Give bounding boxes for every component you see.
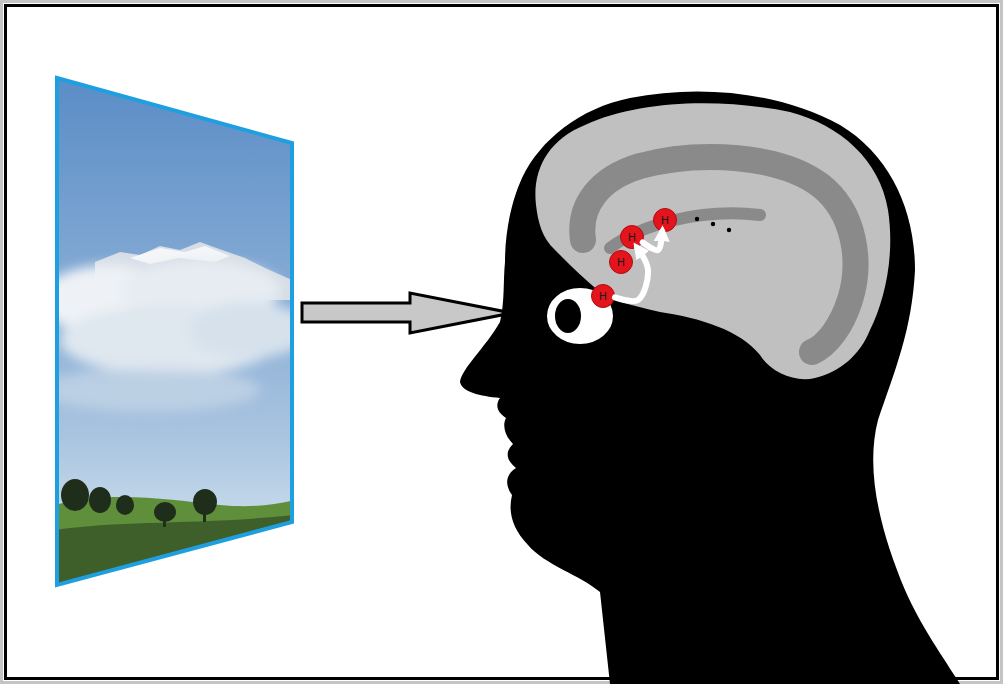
- marker-text-holder: H: [620, 225, 644, 249]
- brain-band: [582, 157, 855, 352]
- hydrogen-marker: H: [620, 225, 644, 249]
- brain-fold: [610, 213, 760, 248]
- marker-text-holder: H: [609, 250, 633, 274]
- marker-circle: [610, 251, 633, 274]
- clouds: [40, 260, 310, 412]
- marker-circle: [592, 285, 615, 308]
- marker-circle: [621, 226, 644, 249]
- element-label: H: [599, 291, 607, 302]
- marker-circle: [654, 209, 677, 232]
- cloud: [40, 368, 260, 412]
- head-silhouette: [460, 91, 960, 684]
- tree: [89, 487, 111, 513]
- landscape-photo: [40, 75, 310, 590]
- signal-arrow: [643, 232, 663, 250]
- pupil: [555, 299, 581, 333]
- hydrogen-marker: H: [609, 250, 633, 274]
- element-label: H: [661, 215, 669, 226]
- trees: [61, 479, 217, 527]
- dot: [711, 222, 715, 226]
- marker-text-holder: H: [591, 284, 615, 308]
- dot: [695, 217, 699, 221]
- view-arrow: [302, 293, 512, 333]
- element-label: H: [617, 257, 625, 268]
- hydrogen-marker: H: [653, 208, 677, 232]
- element-label: H: [628, 232, 636, 243]
- hydrogen-marker: H: [591, 284, 615, 308]
- ellipsis-dots: [695, 217, 731, 232]
- marker-text-holder: H: [653, 208, 677, 232]
- brain: [535, 103, 890, 379]
- eye: [546, 287, 614, 345]
- picture-frame: [57, 78, 292, 585]
- trunk: [163, 515, 166, 527]
- trunk: [203, 508, 206, 522]
- tree: [61, 479, 89, 511]
- dot: [727, 228, 731, 232]
- signal-arrow: [615, 248, 648, 301]
- tree: [116, 495, 134, 515]
